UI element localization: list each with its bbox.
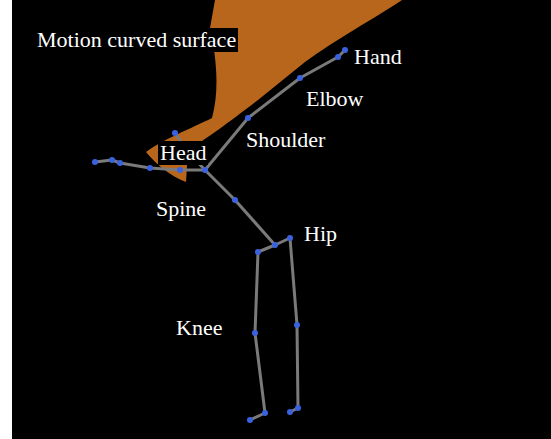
part-label: Hip	[302, 222, 339, 246]
part-label: Hand	[352, 45, 404, 69]
part-label: Motion curved surface	[35, 28, 238, 52]
part-label: Head	[158, 141, 208, 165]
part-label: Elbow	[304, 87, 365, 111]
background	[12, 0, 551, 439]
part-label: Shoulder	[244, 128, 327, 152]
part-label: Knee	[174, 316, 224, 340]
part-label: Spine	[154, 197, 208, 221]
